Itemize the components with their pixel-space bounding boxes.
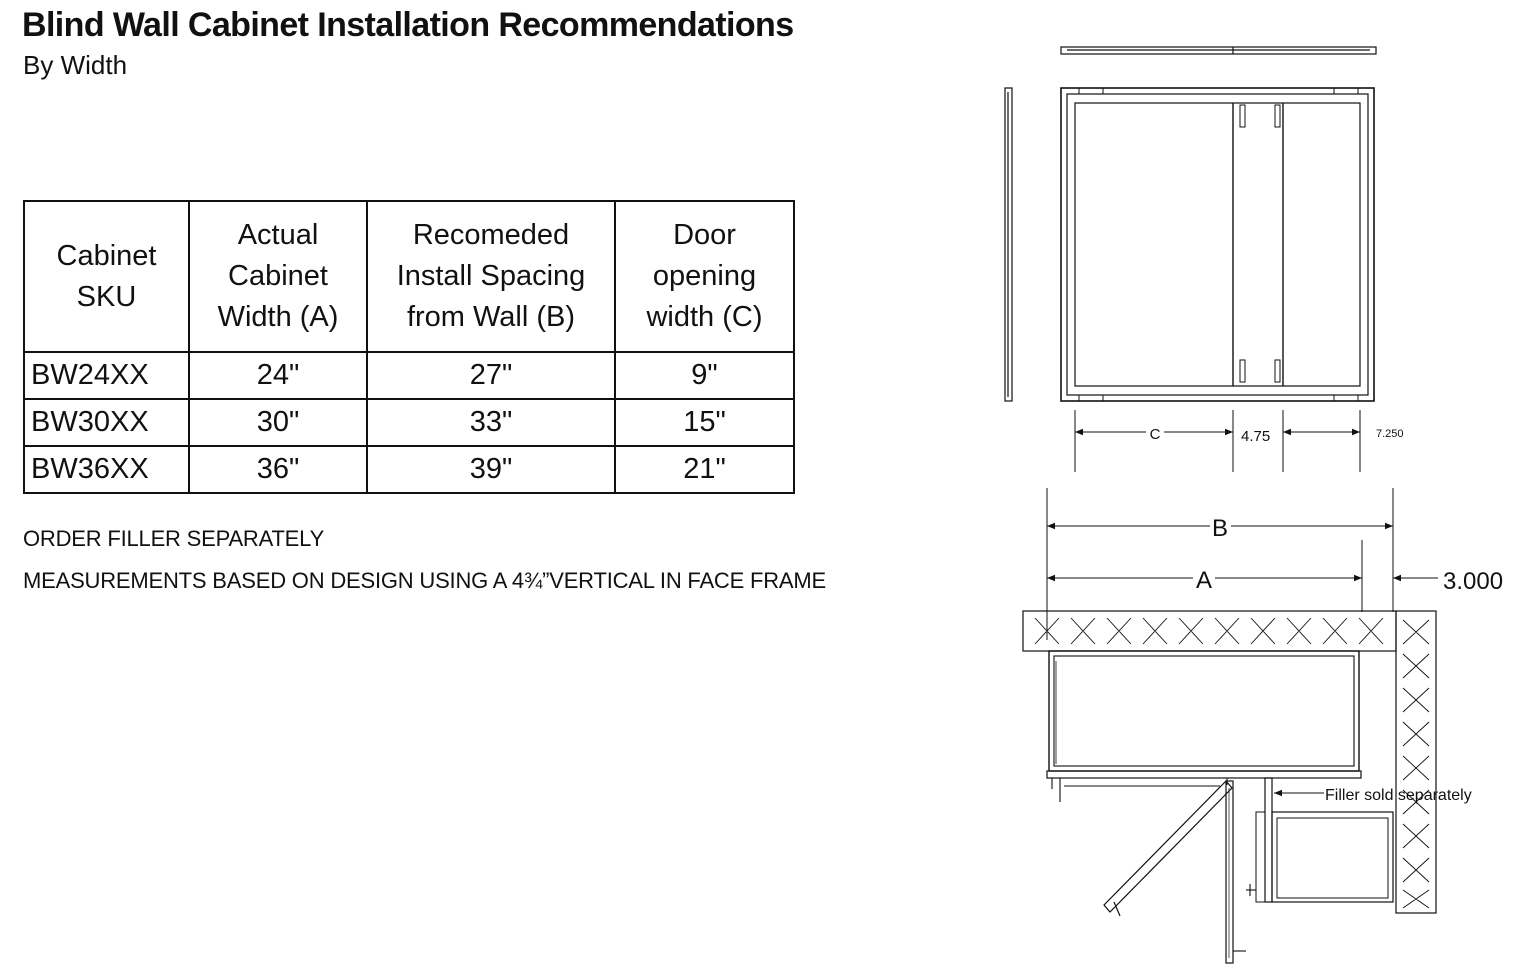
cell-spacing: 33" <box>366 398 616 447</box>
plan-dimension-lines <box>1046 488 1438 640</box>
cell-sku: BW30XX <box>23 398 190 447</box>
cabinet-front-elevation <box>1060 87 1375 402</box>
open-door-plan <box>1103 780 1246 964</box>
front-dimension-lines <box>1074 410 1361 472</box>
cell-width: 24" <box>188 351 368 400</box>
cell-width: 36" <box>188 445 368 494</box>
side-view-strip <box>1004 87 1013 402</box>
cell-spacing: 27" <box>366 351 616 400</box>
table-row: BW36XX 36" 39" 21" <box>23 445 795 494</box>
page-title: Blind Wall Cabinet Installation Recommen… <box>22 6 794 44</box>
dimension-label-center: 4.75 <box>1241 428 1270 445</box>
note-measurements: MEASUREMENTS BASED ON DESIGN USING A 4¾”… <box>23 568 826 593</box>
cell-door: 9" <box>614 351 795 400</box>
table-row: BW24XX 24" 27" 9" <box>23 351 795 400</box>
cell-width: 30" <box>188 398 368 447</box>
page-subtitle: By Width <box>23 50 128 80</box>
cell-sku: BW24XX <box>23 351 190 400</box>
dimension-label-c: C <box>1150 426 1161 443</box>
dimension-label-gap: 3.000 <box>1443 568 1503 595</box>
note-order-filler: ORDER FILLER SEPARATELY <box>23 526 325 551</box>
dimension-label-a: A <box>1196 567 1212 594</box>
top-view-strip <box>1060 46 1377 55</box>
filler-plan <box>1246 777 1394 903</box>
cell-sku: BW36XX <box>23 445 190 494</box>
cell-door: 21" <box>614 445 795 494</box>
table-row: BW30XX 30" 33" 15" <box>23 398 795 447</box>
dimension-label-b: B <box>1212 515 1228 542</box>
cell-spacing: 39" <box>366 445 616 494</box>
blind-cabinet-plan <box>1046 650 1362 802</box>
filler-label: Filler sold separately <box>1325 787 1472 804</box>
dimension-label-right: 7.250 <box>1376 428 1404 440</box>
cell-door: 15" <box>614 398 795 447</box>
